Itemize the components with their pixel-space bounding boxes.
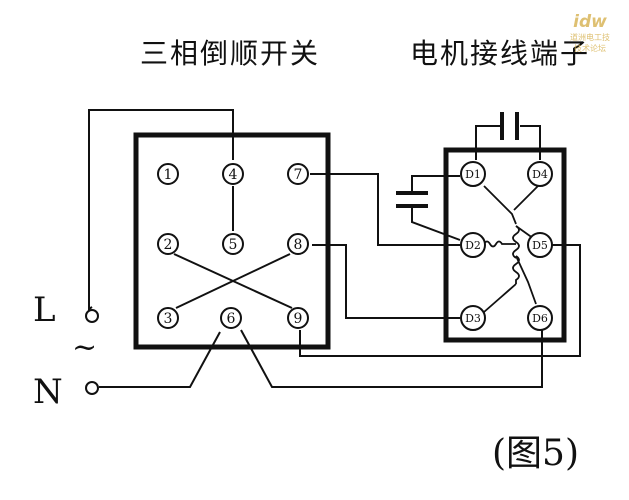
- switch-terminal-6: 6: [220, 307, 242, 329]
- motor-terminal-d1-label: D1: [465, 168, 481, 181]
- switch-terminal-5: 5: [222, 233, 244, 255]
- switch-terminal-7-label: 7: [294, 167, 303, 183]
- switch-terminal-4: 4: [222, 163, 244, 185]
- motor-terminal-d3: D3: [460, 305, 486, 331]
- switch-terminal-1-label: 1: [164, 167, 173, 183]
- motor-terminal-d6: D6: [527, 305, 553, 331]
- supply-terminal-l: [85, 309, 99, 323]
- watermark-line-2: 技术论坛: [574, 44, 606, 53]
- wire-8-3: [175, 253, 291, 309]
- wire-n-supply: [99, 331, 221, 388]
- figure-caption: (图5): [492, 433, 579, 474]
- motor-terminal-title: 电机接线端子: [410, 37, 591, 70]
- switch-terminal-5-label: 5: [229, 237, 238, 253]
- wire-9-d5: [299, 244, 581, 357]
- motor-windings: [483, 183, 545, 313]
- switch-terminal-8-label: 8: [294, 237, 303, 253]
- switch-terminal-6-label: 6: [227, 311, 236, 327]
- switch-terminal-1: 1: [157, 163, 179, 185]
- motor-terminal-d2-label: D2: [465, 239, 481, 252]
- watermark-line-1: 道洲电工技: [570, 33, 610, 42]
- switch-terminal-2-label: 2: [164, 237, 173, 253]
- switch-terminal-2: 2: [157, 233, 179, 255]
- switch-terminal-9-label: 9: [294, 311, 303, 327]
- switch-terminal-3-label: 3: [164, 311, 173, 327]
- switch-terminal-9: 9: [287, 307, 309, 329]
- switch-terminal-7: 7: [287, 163, 309, 185]
- motor-terminal-d3-label: D3: [465, 312, 481, 325]
- wire-6-d6: [240, 329, 543, 388]
- motor-terminal-d1: D1: [460, 161, 486, 187]
- supply-label-n: N: [33, 372, 63, 412]
- motor-terminal-d4: D4: [527, 161, 553, 187]
- supply-terminal-n: [85, 381, 99, 395]
- motor-terminal-d5: D5: [527, 232, 553, 258]
- motor-terminal-d5-label: D5: [532, 239, 548, 252]
- motor-terminal-d6-label: D6: [532, 312, 548, 325]
- wire-8-d3: [312, 244, 460, 319]
- start-capacitor-wire: [411, 175, 460, 192]
- switch-title: 三相倒顺开关: [140, 37, 321, 70]
- motor-terminal-d2: D2: [460, 232, 486, 258]
- switch-terminal-8: 8: [287, 233, 309, 255]
- watermark-logo-text: idw: [573, 12, 607, 32]
- wire-7-d2: [310, 173, 460, 246]
- ac-symbol: ~: [72, 330, 98, 365]
- switch-terminal-3: 3: [157, 307, 179, 329]
- motor-terminal-d4-label: D4: [532, 168, 548, 181]
- run-capacitor-wire: [475, 125, 500, 160]
- switch-terminal-4-label: 4: [229, 167, 238, 183]
- supply-label-l: L: [33, 290, 56, 330]
- wire-l-supply: [88, 109, 234, 311]
- watermark-logo: idw 道洲电工技 技术论坛: [555, 12, 625, 84]
